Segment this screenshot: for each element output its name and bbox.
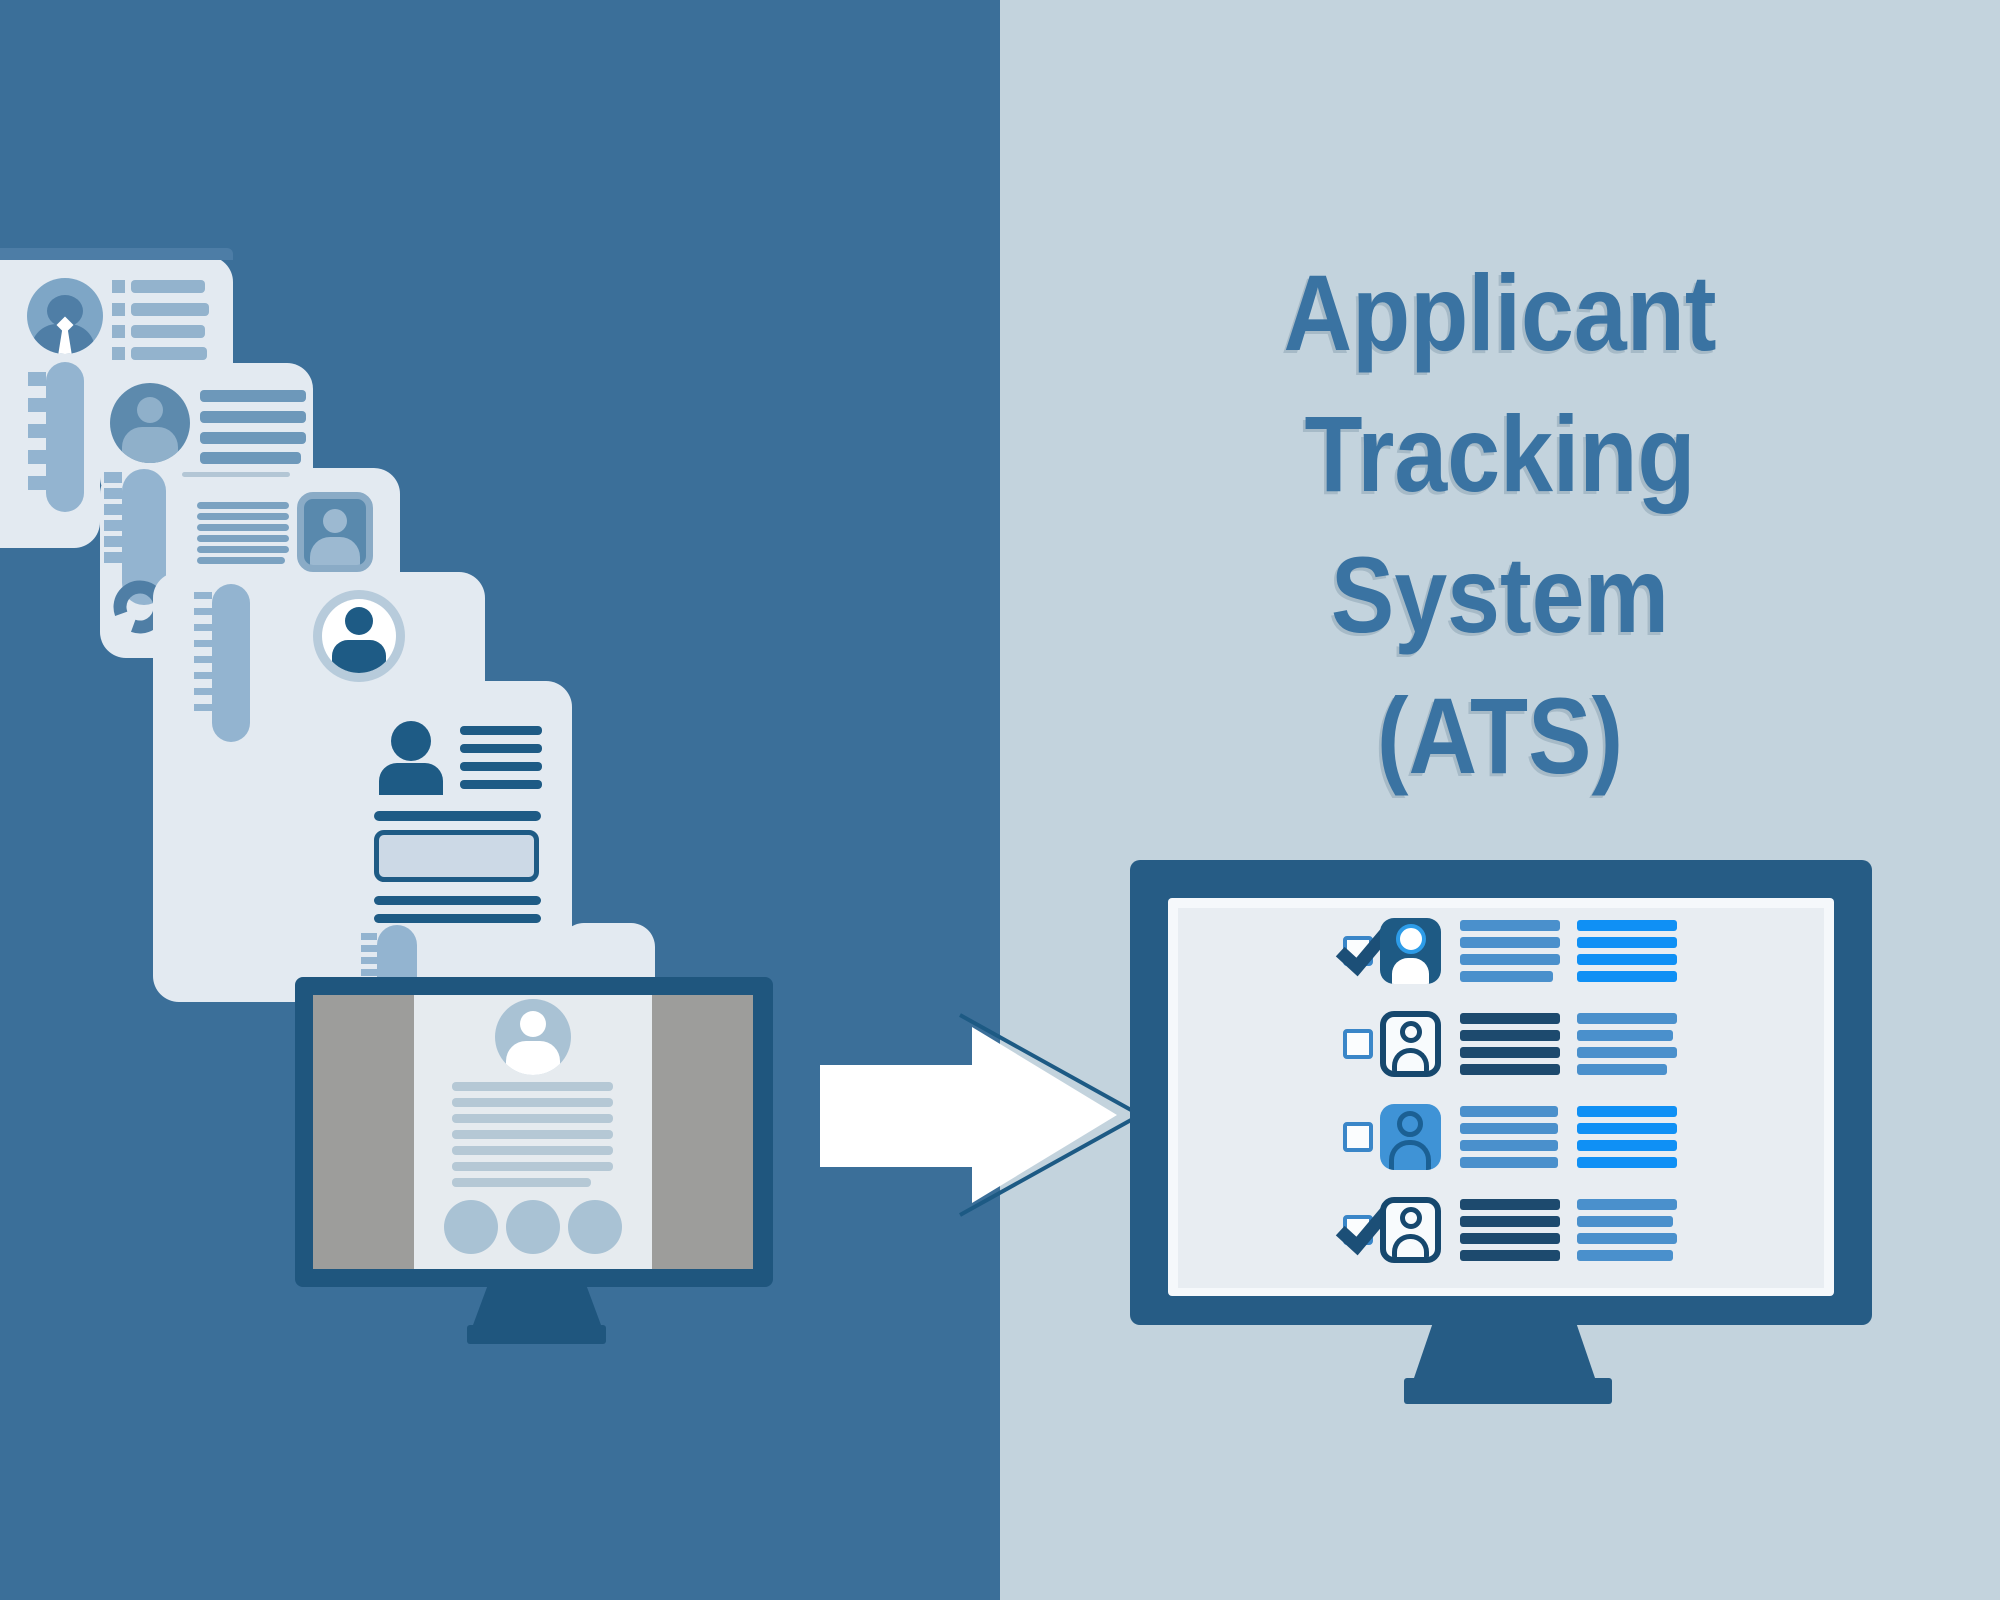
person-avatar-icon: [110, 383, 190, 463]
text-line-column: [1577, 1197, 1677, 1263]
flow-arrow-icon: [820, 1013, 1145, 1217]
person-avatar-icon: [27, 278, 103, 354]
text-line-bar: [1577, 1123, 1677, 1134]
page-title: Applicant Tracking System (ATS): [1000, 242, 2000, 806]
person-avatar-icon: [495, 999, 571, 1075]
candidate-avatar-icon: [1380, 1011, 1441, 1077]
candidate-avatar-icon: [1380, 918, 1441, 984]
text-line-bar: [1460, 920, 1560, 931]
binding-capsule-icon: [46, 362, 84, 512]
candidate-row-1: [1178, 918, 1824, 984]
text-line-bar: [1577, 1047, 1677, 1058]
text-line-bar: [1460, 954, 1560, 965]
text-line-bar: [1460, 971, 1553, 982]
text-line-bar: [1577, 1064, 1667, 1075]
monitor-stand-neck: [473, 1287, 601, 1325]
person-silhouette-icon: [391, 721, 431, 761]
id-photo-icon: [297, 492, 373, 572]
text-line-bar: [200, 390, 306, 402]
checkbox-unchecked-icon: [1343, 1122, 1373, 1152]
text-line-column: [1460, 918, 1560, 984]
title-line-4: (ATS): [1376, 675, 1624, 796]
text-line-column: [1577, 1011, 1677, 1077]
text-line-bar: [1460, 1123, 1558, 1134]
text-line-bar: [1577, 971, 1677, 982]
text-line-bar: [1460, 1064, 1560, 1075]
candidate-avatar-icon: [1380, 1197, 1441, 1263]
text-line-bar: [1577, 954, 1677, 965]
text-line-bar: [1577, 1250, 1673, 1261]
monitor-stand-base: [1404, 1378, 1612, 1404]
text-line-column: [1460, 1011, 1560, 1077]
person-avatar-icon: [313, 590, 405, 682]
text-line-bar: [1577, 1216, 1673, 1227]
divider-line: [182, 472, 290, 477]
text-line-bar: [1460, 1140, 1558, 1151]
resume-1-top-bar: [0, 248, 233, 260]
text-line-bar: [197, 502, 289, 509]
text-line-bar: [1460, 1199, 1560, 1210]
text-line-column: [1577, 918, 1677, 984]
text-line-bar: [1460, 1157, 1558, 1168]
text-line-bar: [1577, 920, 1677, 931]
text-line-bar: [1460, 1250, 1560, 1261]
title-line-3: System: [1330, 534, 1670, 655]
text-line-bar: [1460, 1106, 1558, 1117]
monitor-stand-neck: [1414, 1325, 1595, 1378]
title-line-2: Tracking: [1304, 393, 1696, 514]
summary-box: [374, 830, 539, 882]
text-line-bar: [1577, 1157, 1677, 1168]
title-line-1: Applicant: [1283, 252, 1717, 373]
text-line-bar: [1460, 937, 1560, 948]
text-line-bar: [1577, 1013, 1677, 1024]
monitor-stand-base: [467, 1325, 606, 1344]
checkbox-unchecked-icon: [1343, 1029, 1373, 1059]
checkbox-checked-icon: [1335, 1198, 1399, 1256]
text-line-column: [1460, 1104, 1560, 1170]
text-line-bar: [460, 726, 542, 735]
checkbox-checked-icon: [1335, 919, 1399, 977]
text-line-bar: [1460, 1233, 1560, 1244]
text-line-bar: [1577, 937, 1677, 948]
text-line-bar: [112, 280, 125, 293]
candidate-row-4: [1178, 1197, 1824, 1263]
text-line-bar: [1577, 1030, 1673, 1041]
text-line-bar: [1577, 1233, 1677, 1244]
binding-capsule-icon: [212, 584, 250, 742]
text-line-bar: [1460, 1047, 1560, 1058]
candidate-row-2: [1178, 1011, 1824, 1077]
text-line-bar: [1460, 1030, 1560, 1041]
text-line-bar: [1460, 1216, 1560, 1227]
text-line-column: [1577, 1104, 1677, 1170]
text-line-bar: [1577, 1199, 1677, 1210]
text-line-bar: [1577, 1106, 1677, 1117]
text-line-bar: [1460, 1013, 1560, 1024]
ats-row-list: [1178, 908, 1824, 1288]
candidate-avatar-icon: [1380, 1104, 1441, 1170]
text-line-column: [1460, 1197, 1560, 1263]
text-line-bar: [452, 1082, 613, 1091]
candidate-row-3: [1178, 1104, 1824, 1170]
text-line-bar: [1577, 1140, 1677, 1151]
